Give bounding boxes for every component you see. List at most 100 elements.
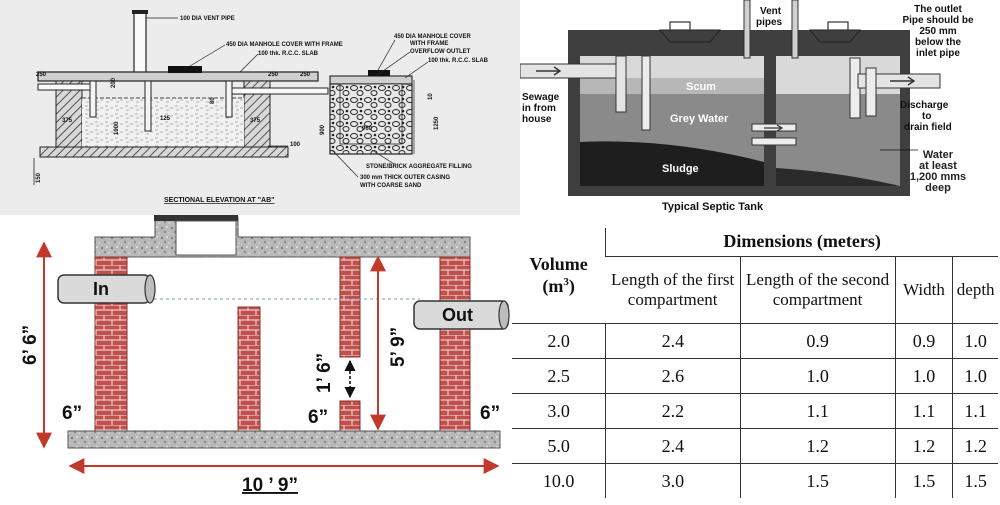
dim-10: 10 <box>428 93 434 100</box>
grey-water-label: Grey Water <box>670 113 729 125</box>
dim-150: 150 <box>36 172 42 183</box>
inlet-pipe <box>520 63 625 79</box>
dim-250-right: 250 <box>300 72 311 78</box>
outlet-label: Out <box>442 305 473 325</box>
dimensions-table: Volume (m3) Dimensions (meters) Length o… <box>512 228 998 498</box>
vent-pipe-label: 100 DIA VENT PIPE <box>180 16 235 22</box>
table-cell: 1.2 <box>739 428 896 464</box>
table-cell: 1.1 <box>739 393 896 429</box>
left-wall <box>55 80 83 148</box>
lower-baffle-wall <box>339 400 361 432</box>
table-cell: 1.2 <box>952 428 998 464</box>
casing-label-2: WITH COARSE SAND <box>360 183 422 189</box>
dim-1250: 1250 <box>434 116 440 130</box>
discharge-label-2: to <box>922 111 931 122</box>
middle-wall-thickness: 6” <box>308 407 328 428</box>
dim-250-mid: 250 <box>268 72 279 78</box>
top-slab <box>94 216 471 258</box>
water-note-4: deep <box>925 182 951 194</box>
table-cell: 1.1 <box>894 393 953 429</box>
dim-1000: 1000 <box>114 121 120 135</box>
sectional-elevation-drawing: 100 DIA VENT PIPE 450 DIA MANHOLE COVER … <box>33 10 489 204</box>
base-slab <box>67 430 501 449</box>
table-cell: 2.2 <box>605 393 741 429</box>
upper-baffle-wall <box>339 256 361 358</box>
vent-label-2: pipes <box>756 17 783 28</box>
dimensions-group-header: Dimensions (meters) <box>605 228 998 257</box>
right-wall-thickness: 6” <box>480 403 500 424</box>
volume-header: Volume (m3) <box>512 228 606 324</box>
table-cell: 1.0 <box>952 323 998 359</box>
slab-label: 100 thk. R.C.C. SLAB <box>258 51 319 57</box>
dimensions-table-panel: Volume (m3) Dimensions (meters) Length o… <box>512 228 1000 500</box>
water-note-3: 1,200 mms <box>910 171 966 183</box>
dim-100: 100 <box>290 142 301 148</box>
sewage-label-2: in from <box>522 103 556 114</box>
outlet-note-4: below the <box>915 37 962 48</box>
col-second-compartment: Length of the second compartment <box>739 256 896 324</box>
table-cell: 1.5 <box>739 463 896 498</box>
left-wall-thickness: 6” <box>62 403 82 424</box>
inner-height-label: 5’ 9” <box>388 327 409 367</box>
table-cell: 3.0 <box>605 463 741 498</box>
right-wall <box>439 256 471 432</box>
gap-label: 1’ 6” <box>314 353 335 393</box>
table-cell: 1.0 <box>739 358 896 394</box>
inlet-pipe <box>37 83 91 91</box>
manhole-cover <box>168 66 202 73</box>
table-cell: 1.0 <box>952 358 998 394</box>
manhole-cover-label: 450 DIA MANHOLE COVER WITH FRAME <box>226 42 343 48</box>
outlet-note-3: 250 mm <box>919 26 956 37</box>
manhole-opening <box>175 220 237 256</box>
soak-slab-label: 100 thk. R.C.C. SLAB <box>428 58 489 64</box>
brick-elevation-drawing: In Out 6’ 6” 5’ 9” 1’ 6” 6” 6” 6” 10 ’ 9… <box>20 215 510 496</box>
dim-900: 900 <box>320 124 326 135</box>
dim-375-right: 375 <box>250 118 261 124</box>
scum-label: Scum <box>686 81 716 93</box>
overall-height-label: 6’ 6” <box>20 325 41 365</box>
sludge-layer <box>580 141 764 186</box>
soak-pit-slab <box>329 75 413 85</box>
table-cell: 1.5 <box>894 463 953 498</box>
table-cell: 1.2 <box>894 428 953 464</box>
overall-length-label: 10 ’ 9” <box>242 475 298 496</box>
sectional-caption: SECTIONAL ELEVATION AT "AB" <box>164 197 274 204</box>
baffle <box>144 80 152 132</box>
outlet-pipe <box>231 87 329 95</box>
overflow-label: OVERFLOW OUTLET <box>410 49 471 55</box>
sectional-elevation-panel: 100 DIA VENT PIPE 450 DIA MANHOLE COVER … <box>0 0 520 215</box>
col-depth: depth <box>952 256 998 324</box>
dim-250-left: 250 <box>36 72 47 78</box>
outlet-note-2: Pipe should be <box>902 15 974 26</box>
table-cell: 2.0 <box>547 330 570 351</box>
filling-label: STONE/BRICK AGGREGATE FILLING <box>366 164 472 170</box>
discharge-label-1: Discharge <box>900 100 949 111</box>
water-note-2: at least <box>919 160 957 172</box>
table-cell: 1.0 <box>894 358 953 394</box>
inlet-label: In <box>93 279 109 299</box>
table-cell: 0.9 <box>739 323 896 359</box>
casing-label-1: 300 mm THICK OUTER CASING <box>360 175 450 181</box>
outlet-note-5: inlet pipe <box>916 48 960 59</box>
vent-pipe <box>133 11 147 75</box>
septic-tank-drawing: Vent pipes Scum Grey Water Sludge Sewage… <box>520 0 974 213</box>
soak-cover-label-2: WITH FRAME <box>410 41 448 47</box>
table-cell: 2.4 <box>605 323 741 359</box>
table-cell: 2.6 <box>605 358 741 394</box>
sewage-label-1: Sewage <box>522 92 560 103</box>
dim-200: 200 <box>111 77 117 88</box>
water-note-1: Water <box>923 149 954 161</box>
dim-375-left: 375 <box>62 118 73 124</box>
vent-pipe-2 <box>791 0 799 59</box>
scum-layer <box>580 78 764 94</box>
col-width: Width <box>894 256 953 324</box>
vent-pipe-1 <box>743 0 751 59</box>
table-cell: 10.0 <box>512 463 606 498</box>
outlet-note-1: The outlet <box>914 4 962 15</box>
soak-cover-label: 450 DIA MANHOLE COVER <box>394 34 471 40</box>
